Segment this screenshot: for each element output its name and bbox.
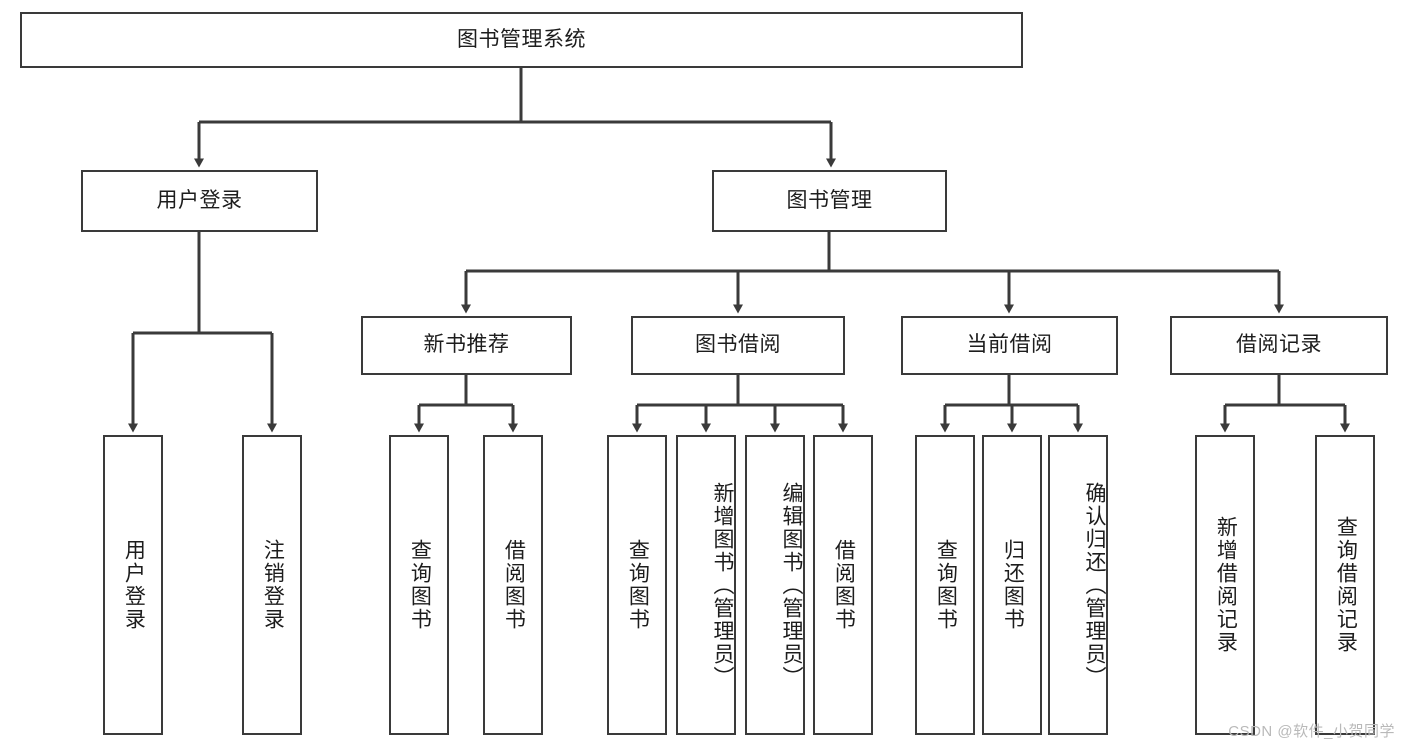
leaf-add-borrow-record[interactable]: 新增借阅记录 — [1195, 435, 1255, 735]
node-current-borrow[interactable]: 当前借阅 — [901, 316, 1118, 375]
leaf-query-book-recommend[interactable]: 查询图书 — [389, 435, 449, 735]
leaf-edit-book-admin[interactable]: 编辑图书（管理员） — [745, 435, 805, 735]
edge-user-login-to-leaves — [128, 232, 277, 433]
node-new-book-recommend[interactable]: 新书推荐 — [361, 316, 572, 375]
leaf-query-book-current[interactable]: 查询图书 — [915, 435, 975, 735]
node-borrow-record[interactable]: 借阅记录 — [1170, 316, 1388, 375]
leaf-borrow-book-recommend[interactable]: 借阅图书 — [483, 435, 543, 735]
edge-book-mgmt-to-level3 — [461, 232, 1284, 314]
node-book-management[interactable]: 图书管理 — [712, 170, 947, 232]
edge-new-book-rec-to-leaves — [414, 375, 518, 433]
edge-root-to-level2 — [194, 68, 836, 168]
edge-current-borrow-to-leaves — [940, 375, 1083, 433]
leaf-query-borrow-record[interactable]: 查询借阅记录 — [1315, 435, 1375, 735]
edge-borrow-record-to-leaves — [1220, 375, 1350, 433]
leaf-logout-login[interactable]: 注销登录 — [242, 435, 302, 735]
edge-book-borrow-to-leaves — [632, 375, 848, 433]
leaf-borrow-book[interactable]: 借阅图书 — [813, 435, 873, 735]
leaf-return-book[interactable]: 归还图书 — [982, 435, 1042, 735]
leaf-confirm-return-admin[interactable]: 确认归还（管理员） — [1048, 435, 1108, 735]
node-root[interactable]: 图书管理系统 — [20, 12, 1023, 68]
node-user-login[interactable]: 用户登录 — [81, 170, 318, 232]
leaf-user-login[interactable]: 用户登录 — [103, 435, 163, 735]
watermark: CSDN @软件_小贺同学 — [1228, 723, 1395, 740]
leaf-add-book-admin[interactable]: 新增图书（管理员） — [676, 435, 736, 735]
node-book-borrow[interactable]: 图书借阅 — [631, 316, 845, 375]
leaf-query-book-borrow[interactable]: 查询图书 — [607, 435, 667, 735]
